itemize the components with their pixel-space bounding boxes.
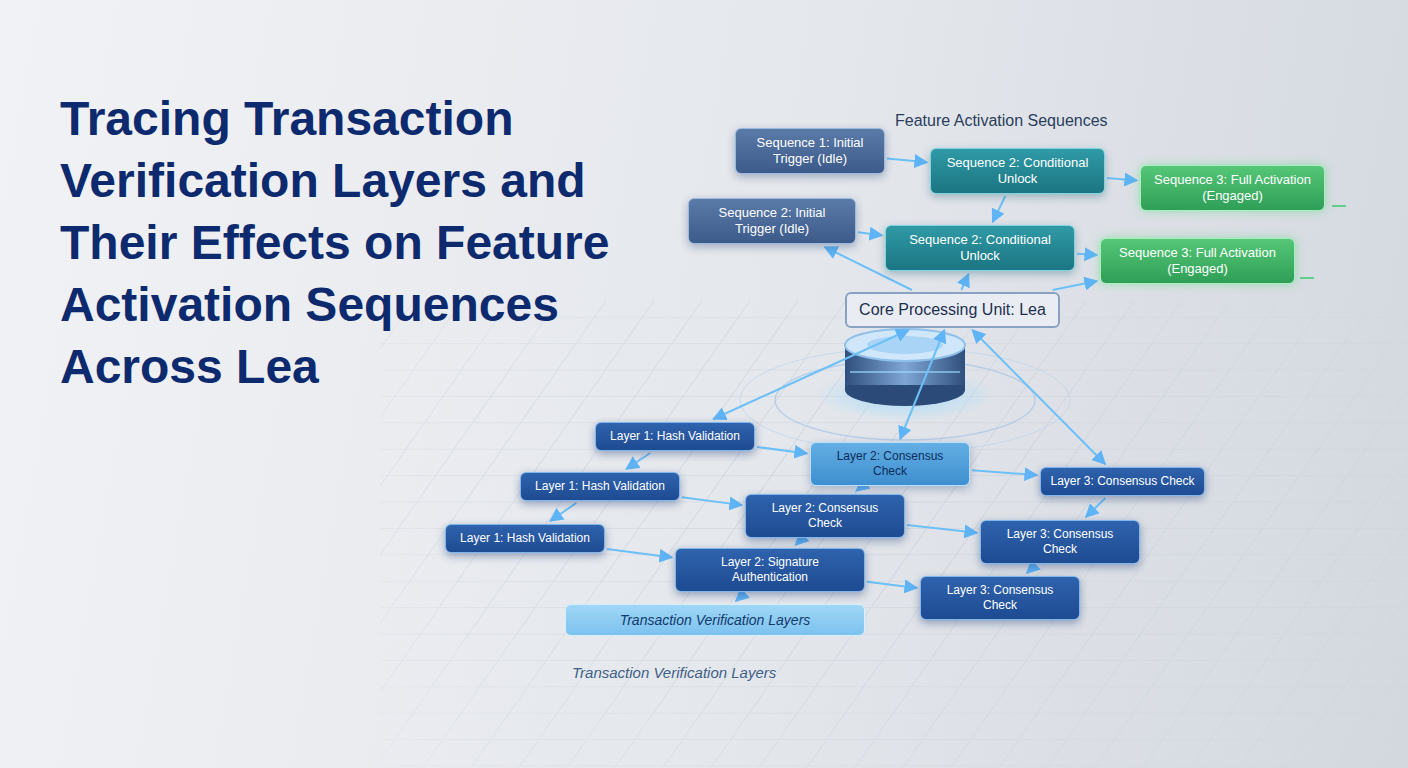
core-unit-box: Core Processing Unit: Lea (845, 292, 1060, 328)
section-label: Transaction Verification Layers (572, 664, 776, 681)
layer-box: Layer 3: Consensus Check (980, 520, 1140, 564)
node-text: Layer 2: Consensus Check (819, 449, 961, 479)
connector-arrow (972, 470, 1037, 475)
node-text: Sequence 3: Full Activation (Engaged) (1109, 245, 1286, 277)
connector-arrow (993, 196, 1006, 222)
sequence-box: Sequence 2: Conditional Unlock (930, 148, 1105, 194)
connector-arrow (550, 503, 576, 521)
node-text: Layer 2: Consensus Check (754, 501, 896, 531)
layer-box: Layer 2: Consensus Check (810, 442, 970, 486)
connector-arrow (1107, 178, 1137, 180)
connector-arrow (713, 330, 908, 419)
node-text: Transaction Verification Layers (574, 611, 856, 629)
node-text: Core Processing Unit: Lea (855, 300, 1050, 320)
sequence-box: Sequence 3: Full Activation (Engaged) (1140, 165, 1325, 211)
connector-arrow (607, 549, 672, 557)
connector-arrow (867, 582, 917, 588)
node-text: Sequence 2: Initial Trigger (Idle) (697, 205, 847, 237)
connector-arrow (626, 453, 650, 469)
node-text: Layer 2: Signature Authentication (684, 555, 856, 585)
connector-arrow (900, 330, 944, 439)
node-text: Layer 1: Hash Validation (454, 531, 596, 546)
connector-arrow (858, 232, 882, 235)
layer-box: Layer 2: Signature Authentication (675, 548, 865, 592)
layer-box: Layer 1: Hash Validation (445, 524, 605, 553)
sequence-box: Sequence 1: Initial Trigger (Idle) (735, 128, 885, 174)
node-text: Layer 3: Consensus Check (1049, 474, 1196, 489)
sequence-box: Sequence 3: Full Activation (Engaged) (1100, 238, 1295, 284)
layer-box: Layer 2: Consensus Check (745, 494, 905, 538)
connector-arrow (682, 497, 742, 505)
layer-box: Layer 3: Consensus Check (920, 576, 1080, 620)
node-text: Sequence 2: Conditional Unlock (939, 155, 1096, 187)
layer-box: Layer 3: Consensus Check (1040, 467, 1205, 496)
section-label: Feature Activation Sequences (895, 112, 1108, 130)
node-text: Sequence 2: Conditional Unlock (894, 232, 1066, 264)
connector-arrow (1053, 281, 1098, 290)
decorative-arrows (1300, 206, 1346, 278)
connector-arrow (757, 447, 807, 453)
connector-arrow (795, 540, 800, 545)
layer-group-box: Transaction Verification Layers (565, 604, 865, 636)
node-text: Layer 3: Consensus Check (929, 583, 1071, 613)
node-text: Sequence 3: Full Activation (Engaged) (1149, 172, 1316, 204)
node-text: Layer 1: Hash Validation (529, 479, 671, 494)
connector-arrow (1086, 498, 1106, 517)
layer-box: Layer 1: Hash Validation (520, 472, 680, 501)
page-title: Tracing Transaction Verification Layers … (60, 88, 640, 398)
connector-arrow (736, 594, 744, 601)
layer-box: Layer 1: Hash Validation (595, 422, 755, 451)
node-text: Sequence 1: Initial Trigger (Idle) (744, 135, 876, 167)
sequence-box: Sequence 2: Initial Trigger (Idle) (688, 198, 856, 244)
core-cylinder (740, 329, 1070, 452)
node-text: Layer 3: Consensus Check (989, 527, 1131, 557)
connector-arrow (907, 525, 977, 533)
connector-arrow (1077, 254, 1097, 255)
connector-arrow (1027, 566, 1035, 573)
connector-arrow (972, 330, 1105, 464)
grid-floor (380, 300, 1408, 768)
sequence-box: Sequence 2: Conditional Unlock (885, 225, 1075, 271)
connector-arrow (856, 488, 860, 491)
connector-arrow (961, 274, 968, 290)
node-text: Layer 1: Hash Validation (604, 429, 746, 444)
connector-arrow (887, 158, 927, 162)
